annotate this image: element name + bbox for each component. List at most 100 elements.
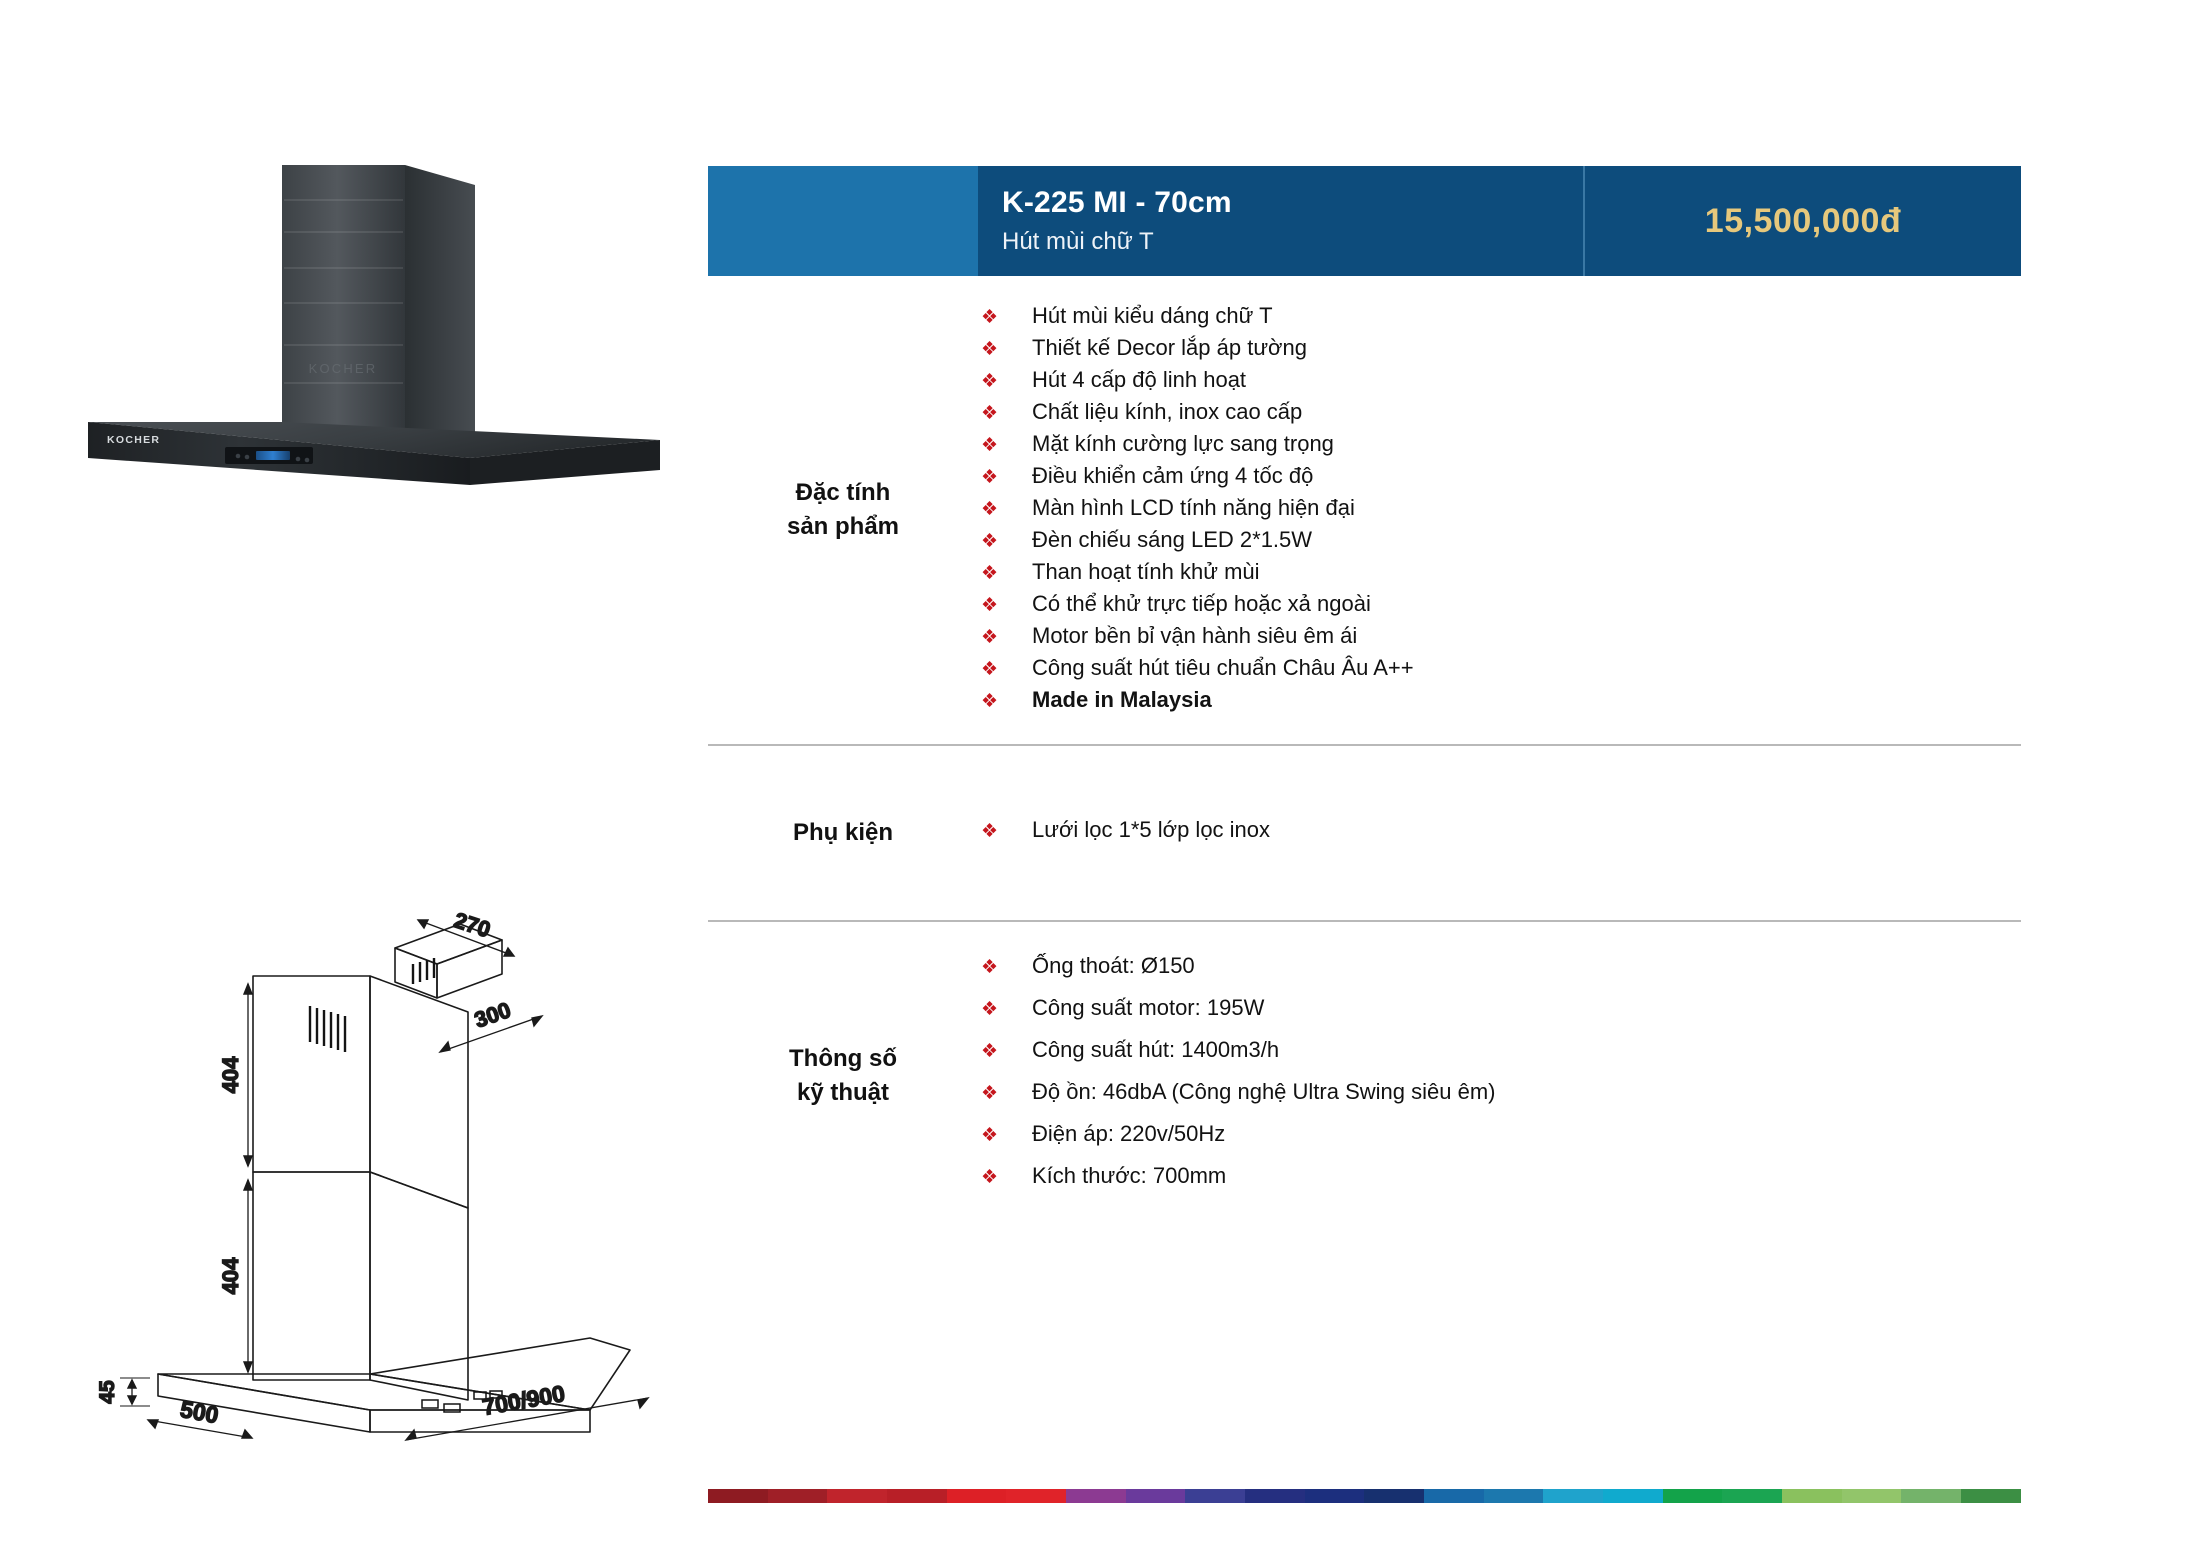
feature-text-origin: Made in Malaysia: [1032, 687, 1212, 712]
control-button[interactable]: [235, 453, 241, 459]
control-button[interactable]: [295, 456, 301, 462]
list-item: ❖ Công suất motor: 195W: [978, 994, 2021, 1036]
canopy-far-plane: [369, 1337, 631, 1411]
color-bar-segment: [1543, 1489, 1604, 1503]
list-item: ❖ Điện áp: 220v/50Hz: [978, 1120, 2021, 1162]
dimension-drawing: 270 300 404 404 45: [70, 880, 710, 1450]
diamond-bullet-icon: ❖: [981, 627, 999, 648]
list-item: ❖ Công suất hút tiêu chuẩn Châu Âu A++: [978, 654, 2021, 686]
diamond-bullet-icon: ❖: [981, 659, 999, 680]
price-cell: 15,500,000đ: [1583, 166, 2021, 276]
feature-text: Hút mùi kiểu dáng chữ T: [1032, 303, 1273, 328]
chimney-upper-side: [369, 975, 469, 1209]
feature-text: Đèn chiếu sáng LED 2*1.5W: [1032, 527, 1313, 552]
hood-canopy-top: [88, 422, 660, 458]
diamond-bullet-icon: ❖: [981, 563, 999, 584]
spec-row-technical: Thông số kỹ thuật ❖ Ống thoát: Ø150 ❖ Cô…: [708, 920, 2021, 1230]
feature-text: Chất liệu kính, inox cao cấp: [1032, 399, 1303, 424]
diamond-bullet-icon: ❖: [981, 531, 999, 552]
product-price: 15,500,000đ: [1704, 201, 1902, 240]
list-item: ❖ Có thể khử trực tiếp hoặc xả ngoài: [978, 590, 2021, 622]
spec-text: Điện áp: 220v/50Hz: [1032, 1121, 1226, 1146]
feature-text: Điều khiển cảm ứng 4 tốc độ: [1032, 463, 1314, 488]
list-item: ❖ Màn hình LCD tính năng hiện đại: [978, 494, 2021, 526]
control-button[interactable]: [244, 454, 250, 460]
diamond-bullet-icon: ❖: [981, 1125, 999, 1146]
row-label-line1: Phụ kiện: [792, 818, 894, 846]
hood-canopy-end: [470, 440, 660, 485]
spec-row-features: Đặc tính sản phẩm ❖ Hút mùi kiểu dáng ch…: [708, 276, 2021, 744]
diamond-bullet-icon: ❖: [981, 595, 999, 616]
spec-text: Công suất motor: 195W: [1032, 995, 1265, 1020]
control-button[interactable]: [304, 457, 310, 463]
canopy-right-plane: [369, 1409, 591, 1433]
row-label-line2: kỹ thuật: [796, 1079, 889, 1106]
list-item: ❖ Điều khiển cảm ứng 4 tốc độ: [978, 462, 2021, 494]
diamond-bullet-icon: ❖: [981, 403, 999, 424]
color-bar-segment: [1782, 1489, 1842, 1503]
canopy-brand-logo: KOCHER: [107, 434, 160, 446]
chimney-lower-side: [369, 1171, 469, 1401]
row-label-accessories: Phụ kiện: [708, 816, 978, 850]
diamond-bullet-icon: ❖: [981, 467, 999, 488]
color-bar-segment: [946, 1489, 1007, 1503]
color-bar-segment: [1841, 1489, 1902, 1503]
color-bar-segment: [1722, 1489, 1783, 1503]
color-bar-segment: [708, 1489, 768, 1503]
row-label-line1: Đặc tính: [795, 478, 891, 506]
color-bar-segment: [1901, 1489, 1962, 1503]
color-bar-segment: [1483, 1489, 1544, 1503]
features-list: ❖ Hút mùi kiểu dáng chữ T ❖ Thiết kế Dec…: [978, 276, 2021, 744]
dim-label-45: 45: [96, 1380, 119, 1404]
accessory-text: Lưới lọc 1*5 lớp lọc inox: [1032, 817, 1271, 842]
vent-louvres: [308, 1006, 347, 1052]
product-photo: KOCHER KOCHER: [60, 140, 680, 540]
list-item: ❖ Kích thước: 700mm: [978, 1162, 2021, 1204]
spec-sheet: K-225 MI - 70cm Hút mùi chữ T 15,500,000…: [708, 166, 2021, 1230]
spec-text: Công suất hút: 1400m3/h: [1032, 1037, 1280, 1062]
list-item: ❖ Độ ồn: 46dbA (Công nghệ Ultra Swing si…: [978, 1078, 2021, 1120]
dim-label-404-lower: 404: [218, 1257, 243, 1294]
color-bar-segment: [1125, 1489, 1186, 1503]
canopy-control-strip: [421, 1390, 503, 1413]
color-bar-segment: [827, 1489, 888, 1503]
footer-color-bar: [708, 1489, 2021, 1503]
list-item: ❖ Hút 4 cấp độ linh hoạt: [978, 366, 2021, 398]
list-item: ❖ Hút mùi kiểu dáng chữ T: [978, 302, 2021, 334]
color-bar-segment: [887, 1489, 947, 1503]
dim-label-500: 500: [178, 1396, 220, 1428]
row-label-line2: sản phẩm: [786, 513, 900, 540]
feature-text: Công suất hút tiêu chuẩn Châu Âu A++: [1032, 655, 1414, 680]
accessories-list: ❖ Lưới lọc 1*5 lớp lọc inox: [978, 746, 2021, 920]
brushed-texture: [284, 199, 403, 384]
feature-text: Thiết kế Decor lắp áp tường: [1032, 335, 1307, 360]
spec-text: Độ ồn: 46dbA (Công nghệ Ultra Swing siêu…: [1032, 1079, 1496, 1104]
list-item: ❖ Than hoạt tính khử mùi: [978, 558, 2021, 590]
row-label-features: Đặc tính sản phẩm: [708, 476, 978, 544]
list-item: ❖ Made in Malaysia: [978, 686, 2021, 718]
diamond-bullet-icon: ❖: [981, 957, 999, 978]
diamond-bullet-icon: ❖: [981, 499, 999, 520]
diamond-bullet-icon: ❖: [981, 999, 999, 1020]
list-item: ❖ Motor bền bỉ vận hành siêu êm ái: [978, 622, 2021, 654]
diamond-bullet-icon: ❖: [981, 435, 999, 456]
chimney-brand-emboss: KOCHER: [309, 361, 378, 376]
feature-text: Có thể khử trực tiếp hoặc xả ngoài: [1032, 591, 1371, 616]
color-bar-segment: [1185, 1489, 1246, 1503]
header-accent-block: [708, 166, 978, 276]
color-bar-segment: [1364, 1489, 1425, 1503]
color-bar-segment: [1304, 1489, 1365, 1503]
spec-text: Ống thoát: Ø150: [1032, 953, 1195, 978]
header-title-block: K-225 MI - 70cm Hút mùi chữ T: [978, 166, 1583, 276]
diamond-bullet-icon: ❖: [981, 339, 999, 360]
list-item: ❖ Công suất hút: 1400m3/h: [978, 1036, 2021, 1078]
dim-label-404-upper: 404: [218, 1056, 243, 1093]
diamond-bullet-icon: ❖: [981, 371, 999, 392]
product-model-title: K-225 MI - 70cm: [1002, 186, 1232, 220]
list-item: ❖ Chất liệu kính, inox cao cấp: [978, 398, 2021, 430]
spec-text: Kích thước: 700mm: [1032, 1163, 1227, 1188]
product-subtitle: Hút mùi chữ T: [1002, 227, 1154, 255]
dim-label-300: 300: [471, 997, 514, 1033]
row-label-line1: Thông số: [789, 1044, 897, 1072]
color-bar-segment: [1603, 1489, 1663, 1503]
